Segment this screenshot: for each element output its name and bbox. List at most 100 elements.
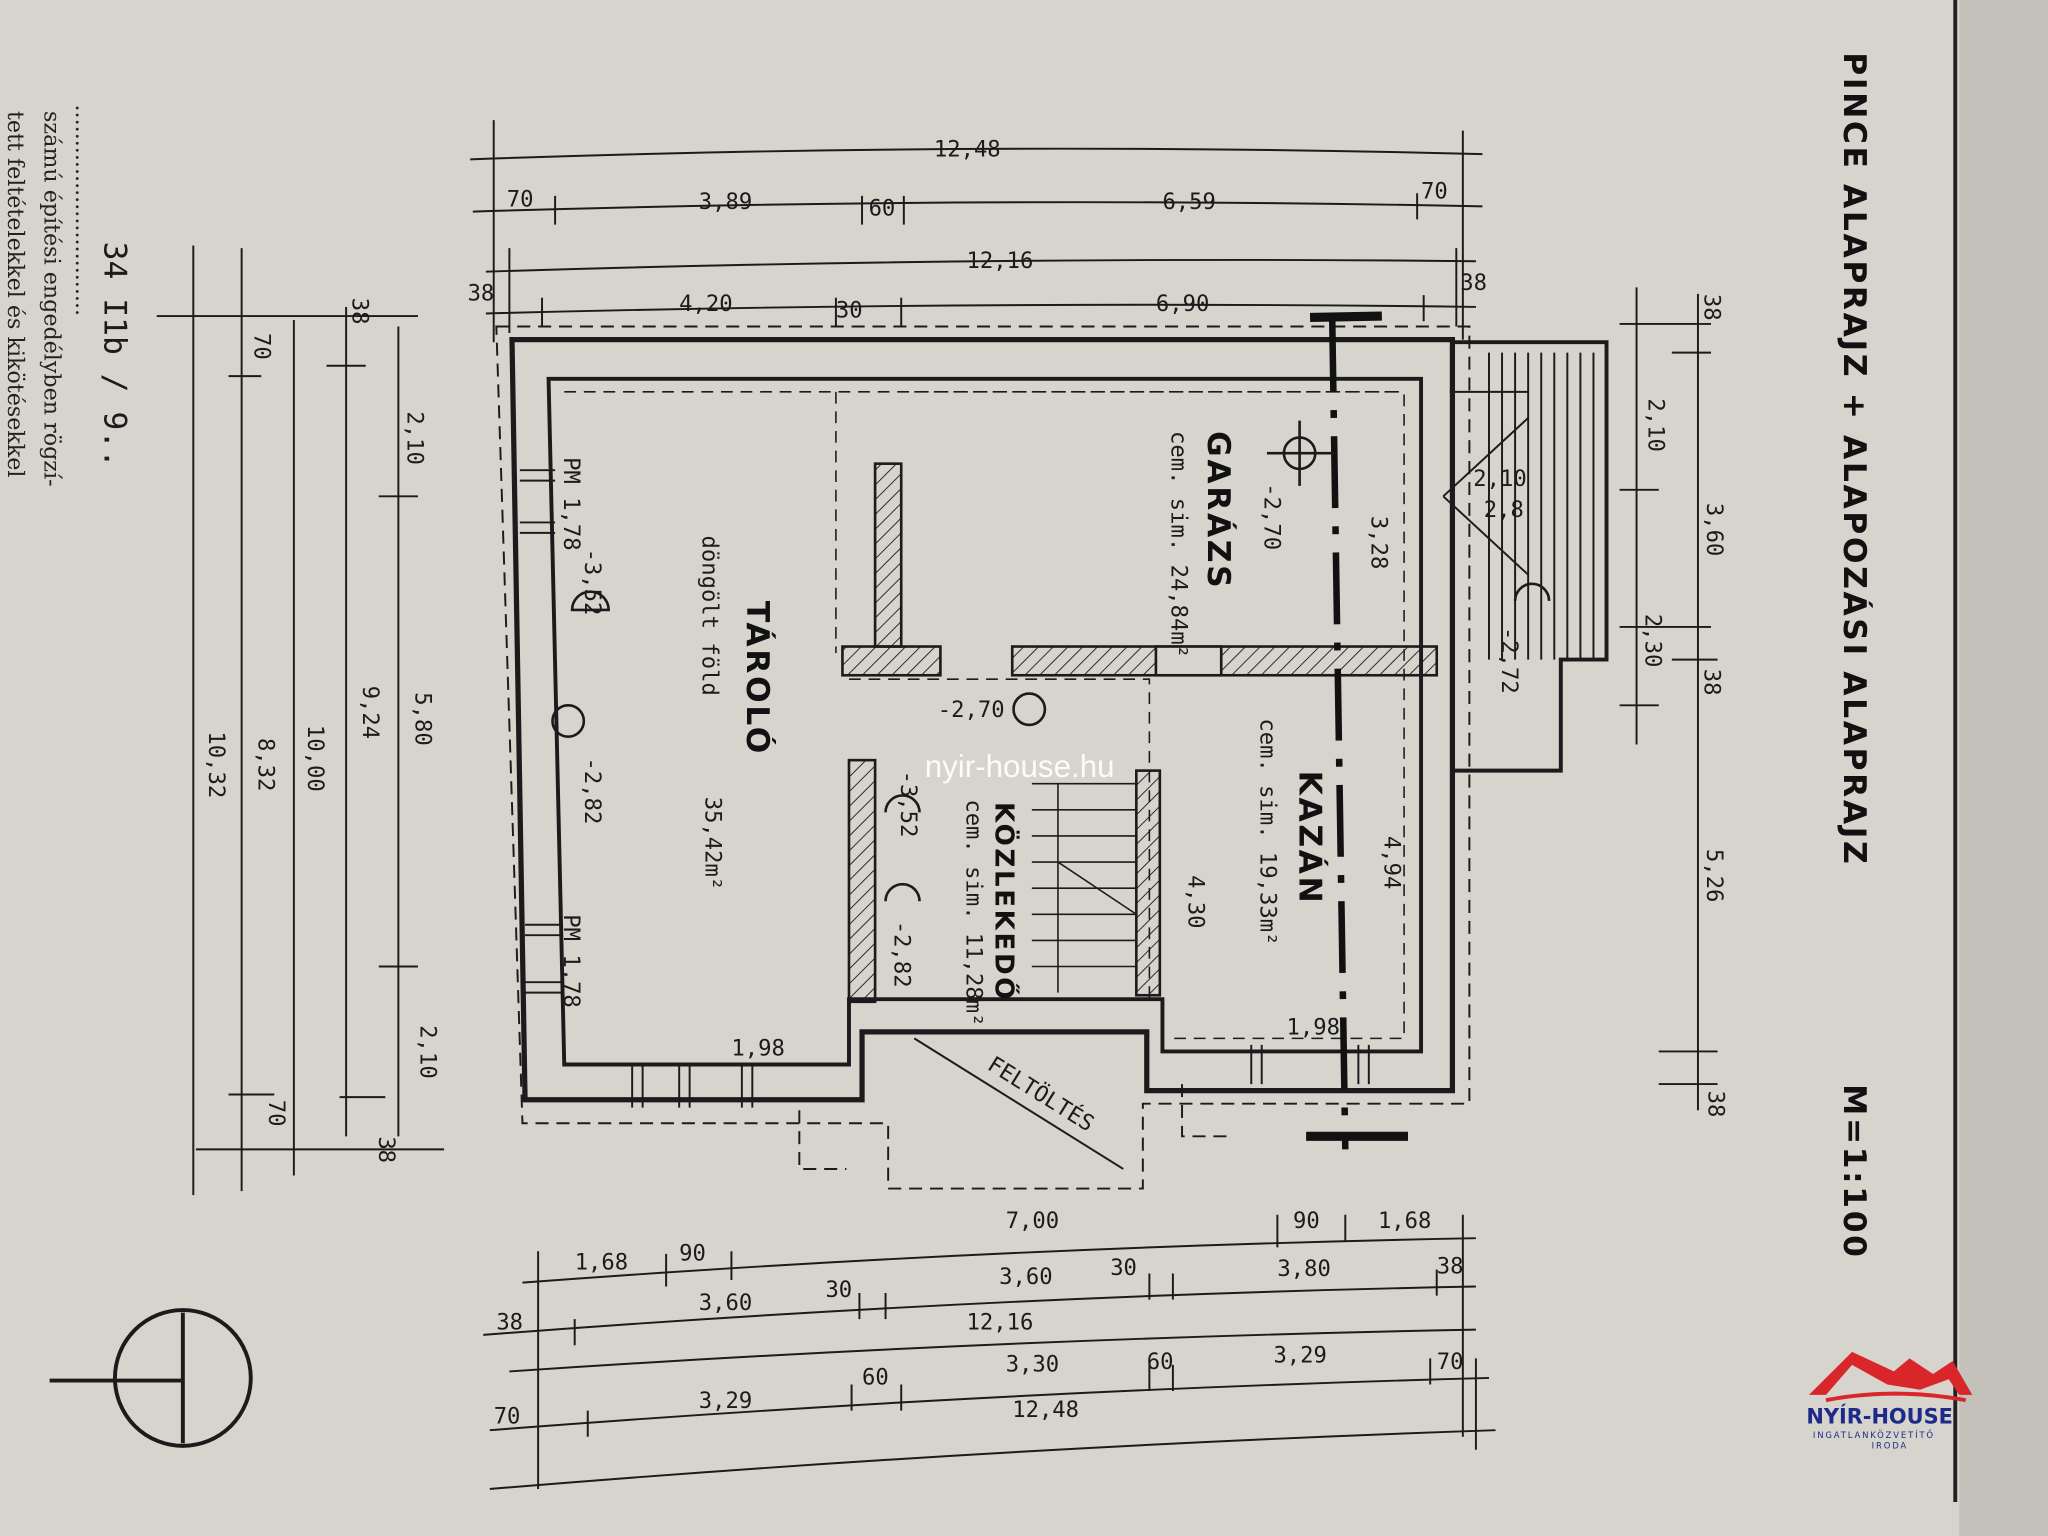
dim-left: 10,00: [302, 725, 328, 792]
room-hall-name: KÖZLEKEDŐ: [988, 802, 1021, 1002]
level-markers: [551, 420, 1551, 902]
level-hall-2: -2,82: [889, 921, 915, 988]
dim-top: 4,20: [679, 291, 732, 317]
dim-bottom: 3,29: [1273, 1342, 1326, 1368]
inner-dim: 2,10: [1473, 466, 1526, 492]
inner-dim: 1,98: [731, 1035, 784, 1061]
dim-bottom: 60: [862, 1364, 889, 1390]
dim-left: 2,10: [402, 411, 428, 464]
dim-right: 38: [1698, 669, 1724, 696]
nyir-house-logo: NYÍR-HOUSE INGATLANKÖZVETÍTŐ IRODA: [1806, 1351, 1973, 1450]
inner-dim: 4,30: [1183, 875, 1209, 928]
room-garage-floor: cem. sim. 24,84m²: [1166, 431, 1192, 658]
exterior-staircase: [1442, 340, 1609, 773]
dim-right: 5,26: [1701, 849, 1727, 902]
background-surface: [1959, 0, 2048, 1536]
dim-bottom: 12,48: [1012, 1397, 1079, 1423]
dim-top: 60: [869, 196, 896, 222]
windows: [519, 469, 1370, 1108]
dim-left: 10,32: [203, 731, 229, 798]
right-dimension-lines: [1619, 287, 1718, 1111]
dim-right: 2,10: [1642, 398, 1668, 451]
dim-top: 12,48: [934, 137, 1001, 163]
dim-bottom: 12,16: [967, 1310, 1034, 1336]
dim-bottom: 90: [679, 1240, 706, 1266]
level-stair: -2,72: [1496, 627, 1522, 694]
watermark: nyir-house.hu: [925, 749, 1115, 784]
outer-wall: [509, 336, 1456, 1103]
dim-left: 38: [347, 298, 373, 325]
dim-left: 38: [373, 1136, 399, 1163]
room-storage-name: TÁROLÓ: [739, 601, 778, 756]
inner-dim: 3,28: [1365, 516, 1391, 569]
dim-top: 12,16: [967, 248, 1034, 274]
level-storage-1: -3,52: [579, 549, 605, 616]
dim-bottom: 70: [494, 1404, 521, 1430]
level-center: -2,70: [938, 697, 1005, 723]
interior-walls: [841, 462, 1439, 1004]
dim-left: 9,24: [357, 686, 383, 739]
dim-right: 38: [1702, 1091, 1728, 1118]
left-dimension-lines: [156, 245, 445, 1196]
foundation-outline: [495, 325, 1471, 1190]
dim-bottom: 3,60: [699, 1290, 752, 1316]
inner-dim: 1,98: [1287, 1014, 1340, 1040]
dim-bottom: 90: [1293, 1208, 1320, 1234]
dim-left: 70: [249, 333, 275, 360]
dim-right: 2,30: [1640, 614, 1666, 667]
room-garage-name: GARÁZS: [1200, 431, 1238, 590]
drawing-title: PINCE ALAPRAJZ + ALAPOZÁSI ALAPRAJZ: [1836, 52, 1874, 866]
room-boiler-name: KAZÁN: [1292, 771, 1330, 906]
fill-area-diagonal: [913, 1037, 1124, 1170]
dim-bottom: 70: [1437, 1349, 1464, 1375]
logo-subtitle-2: IRODA: [1872, 1440, 1908, 1450]
inner-dim: PM 1,78: [558, 914, 584, 1008]
dim-bottom: 7,00: [1006, 1208, 1059, 1234]
bottom-dimension-lines: [483, 1214, 1496, 1490]
inner-dim: 2,8: [1484, 497, 1524, 523]
dim-bottom: 1,68: [1378, 1208, 1431, 1234]
dim-left: 8,32: [253, 738, 279, 791]
dim-bottom: 3,80: [1277, 1256, 1330, 1282]
dim-top: 3,89: [699, 189, 752, 215]
room-boiler-floor: cem. sim. 19,33m²: [1254, 718, 1280, 945]
chimney: [1154, 645, 1223, 677]
dim-bottom: 1,68: [575, 1250, 628, 1276]
dim-bottom: 3,30: [1006, 1351, 1059, 1377]
permit-line-1: számú építési engedélyben rögzí-: [38, 111, 64, 487]
inner-foundation-outline: [564, 391, 1405, 1040]
permit-dots: ..............................: [70, 104, 96, 316]
level-garage: -2,70: [1258, 483, 1284, 550]
dim-bottom: 3,29: [699, 1388, 752, 1414]
top-dimension-lines: [470, 120, 1483, 343]
dim-top: 38: [468, 280, 495, 306]
dim-top: 6,59: [1162, 189, 1215, 215]
dim-bottom: 30: [1110, 1255, 1137, 1281]
dim-top: 6,90: [1156, 291, 1209, 317]
permit-handwritten-number: 34 I1b / 9..: [96, 242, 132, 468]
room-hall-floor: cem. sim. 11,28m²: [961, 799, 987, 1026]
dim-top: 30: [836, 297, 863, 323]
dim-right: 38: [1698, 294, 1724, 321]
inner-dim: PM 1,78: [558, 457, 584, 551]
outer-wall-inner-face: [546, 376, 1424, 1067]
level-storage-2: -2,82: [579, 758, 605, 825]
logo-name: NYÍR-HOUSE: [1806, 1404, 1953, 1429]
dim-bottom: 38: [496, 1310, 523, 1336]
drawing-scale: M=1:100: [1836, 1084, 1872, 1259]
dim-bottom: 38: [1437, 1253, 1464, 1279]
dim-top: 38: [1460, 270, 1487, 296]
section-line: [1306, 311, 1408, 1150]
room-storage-area: 35,42m²: [699, 797, 725, 891]
level-hall-1: -3,52: [895, 771, 921, 838]
dim-right: 3,60: [1701, 503, 1727, 556]
dim-left: 5,80: [409, 692, 435, 745]
paper-sheet: [0, 0, 1959, 1536]
permit-line-2: tett feltételekkel és kikötésekkel: [2, 111, 28, 477]
inner-dim: 4,94: [1378, 836, 1404, 889]
logo-subtitle: INGATLANKÖZVETÍTŐ: [1813, 1429, 1935, 1440]
dim-top: 70: [1421, 179, 1448, 205]
dim-bottom: 60: [1147, 1349, 1174, 1375]
dim-bottom: 3,60: [999, 1264, 1052, 1290]
